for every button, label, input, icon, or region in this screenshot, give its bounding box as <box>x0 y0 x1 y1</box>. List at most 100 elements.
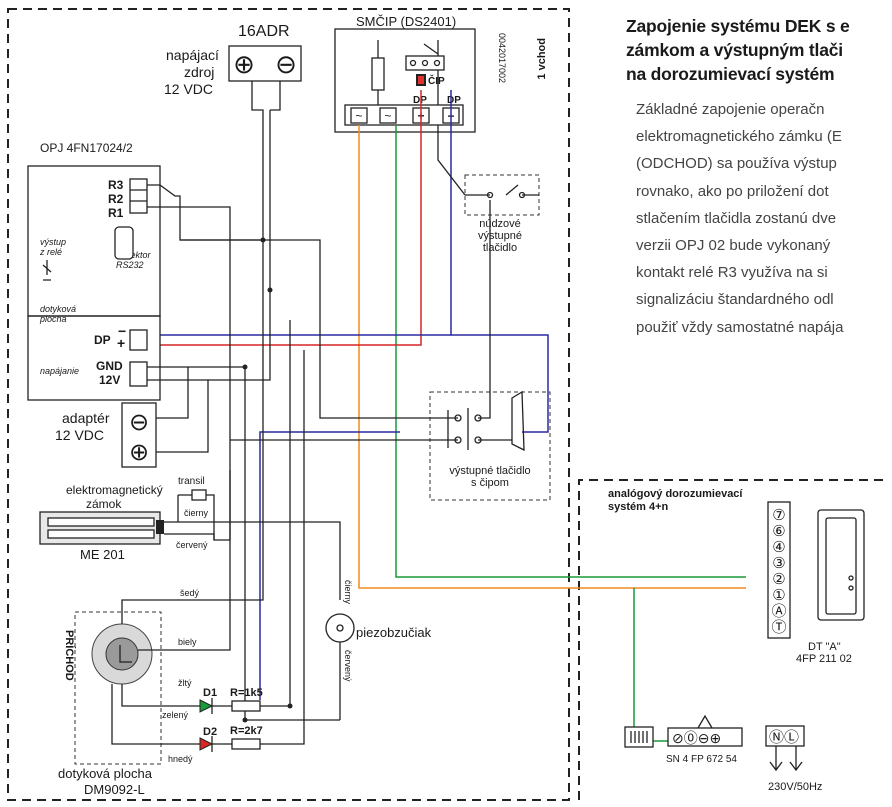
jumper-pin-2 <box>421 59 429 67</box>
terminal-4: ④ <box>772 539 785 556</box>
blue-exit-wire <box>259 431 400 700</box>
paragraph-line-6: verzii OPJ 02 bude vykonaný <box>636 236 831 254</box>
white-wire <box>138 470 231 651</box>
heading-line-3: na dorozumievací systém <box>626 64 835 84</box>
supply-label: SN 4 FP 672 54 <box>666 754 737 765</box>
opj-dp-terminal <box>129 329 148 351</box>
smcip-serial: 0042017002 <box>497 33 507 83</box>
wire-grey-label: šedý <box>180 588 200 598</box>
terminal-2: ② <box>772 571 785 588</box>
lock-model: ME 201 <box>80 547 125 562</box>
jumper-pin-1 <box>409 59 417 67</box>
smcip-title: SMČIP (DS2401) <box>356 14 456 29</box>
article-paragraph: Základné zapojenie operačn elektromagnet… <box>636 96 892 341</box>
wire-yellow-label: žltý <box>178 678 192 688</box>
opj-board-lower <box>27 315 161 401</box>
emergency-label-2: výstupné <box>478 230 522 242</box>
terminal-t: Ⓣ <box>771 619 786 636</box>
resistor-r2-icon <box>231 738 261 750</box>
opj-gnd: GND <box>96 359 123 373</box>
lock-slot-1 <box>47 517 155 527</box>
psu-plus-wire <box>251 81 264 320</box>
heading-line-2: zámkom a výstupným tlači <box>626 40 843 60</box>
smcip-relay-coil <box>371 57 385 91</box>
adapter-label-1: adaptér <box>62 410 110 426</box>
intercom-title-1: analógový dorozumievací <box>608 488 743 500</box>
intercom-terminal-strip <box>767 501 791 639</box>
opj-12v: 12V <box>99 373 120 387</box>
arrival-caption-2: DM9092-L <box>84 782 145 797</box>
piezo-icon <box>325 613 355 643</box>
adapter-label-2: 12 VDC <box>55 427 104 443</box>
psu-plus-terminal: ⊕ <box>233 49 255 79</box>
intercom-terminals: ⑦ ⑥ ④ ③ ② ① Ⓐ Ⓣ <box>771 507 786 636</box>
psu-terminal-block <box>228 45 302 82</box>
opj-power-terminal <box>129 361 148 387</box>
article-heading: Zapojenie systému DEK s e zámkom a výstu… <box>626 14 892 86</box>
led-d2-wire <box>212 350 305 745</box>
paragraph-line-5: stlačením tlačidla zostanú dve <box>636 209 837 227</box>
green-wire-down <box>633 588 670 742</box>
handset-label-2: 4FP 211 02 <box>796 653 852 665</box>
transil-label: transil <box>178 476 205 487</box>
led-d1-icon <box>199 699 214 713</box>
opj-relay-terminal <box>129 178 148 214</box>
opj-touch-label-1: dotyková <box>40 304 76 314</box>
smcip-terminal-1-label: ~ <box>355 109 362 123</box>
arrival-label: PRÍCHOD <box>63 630 76 681</box>
lock-black-label: čierny <box>184 508 209 518</box>
smcip-terminal-1 <box>350 107 368 124</box>
relay-wire-r3 <box>147 184 263 241</box>
led-d2-label: D2 <box>203 726 217 738</box>
handset-label-1: DT "A" <box>808 641 841 653</box>
exit-label-1: výstupné tlačidlo <box>449 465 530 477</box>
supply-terminal-glyphs: ⊘⓪⊖⊕ <box>672 730 721 746</box>
opj-connector-label-1: konektor <box>116 250 152 260</box>
exit-label-2: s čipom <box>471 477 509 489</box>
lock-label-1: elektromagnetický <box>66 483 163 497</box>
resistor-r1-label: R=1k5 <box>230 687 263 699</box>
lock-slot-2 <box>47 529 155 539</box>
led-d1-wire <box>212 320 291 707</box>
wire-brown-label: hnedý <box>168 754 193 764</box>
mains-arrow-icons <box>769 746 803 772</box>
emergency-label-1: núdzové <box>479 218 521 230</box>
adapter-terminal-block <box>121 402 157 468</box>
paragraph-line-4: rovnako, ako po priložení dot <box>636 182 829 200</box>
adapter-plus-wire <box>156 380 209 453</box>
supply-tab-icon <box>697 714 713 729</box>
smcip-side-label: 1 vchod <box>536 38 548 80</box>
lock-label-2: zámok <box>86 497 122 511</box>
rs232-connector-icon <box>114 226 134 260</box>
resistor-r1-icon <box>231 700 261 712</box>
heading-line-1: Zapojenie systému DEK s e <box>626 16 850 36</box>
smcip-chip-label: ČIP <box>428 74 445 87</box>
opj-connector-label-2: RS232 <box>116 260 144 270</box>
piezo-red-label: červený <box>343 650 353 682</box>
opj-power-label: napájanie <box>40 366 79 376</box>
intercom-title-2: systém 4+n <box>608 501 669 513</box>
opj-dp-plus: + <box>117 335 125 351</box>
touch-reader-mark <box>119 645 132 663</box>
relay-r3: R3 <box>108 178 124 192</box>
paragraph-line-2: elektromagnetického zámku (E <box>636 128 842 146</box>
transil-icon <box>191 489 207 501</box>
paragraph-line-9: použiť vždy samostatné napája <box>636 318 844 336</box>
paragraph-line-7: kontakt relé R3 využíva na si <box>636 264 828 282</box>
lock-red-label: červený <box>176 540 208 550</box>
green-wire-top <box>395 125 746 578</box>
smcip-terminal-2 <box>379 107 397 124</box>
paragraph-line-3: (ODCHOD) sa používa výstup <box>636 155 837 173</box>
smcip-dp1: DP <box>413 95 427 106</box>
relay-terminal-dividers <box>130 189 147 202</box>
jumper-pin-3 <box>433 59 441 67</box>
terminal-1: ① <box>772 587 785 604</box>
psu-model: 16ADR <box>238 23 290 40</box>
mains-terminal-block <box>765 725 805 747</box>
relay-r1: R1 <box>108 206 124 220</box>
brown-wire <box>111 684 200 745</box>
smcip-terminal-strip <box>344 104 464 126</box>
mains-glyphs: ⓃⓁ <box>769 729 799 746</box>
touch-reader-inner <box>105 637 139 671</box>
